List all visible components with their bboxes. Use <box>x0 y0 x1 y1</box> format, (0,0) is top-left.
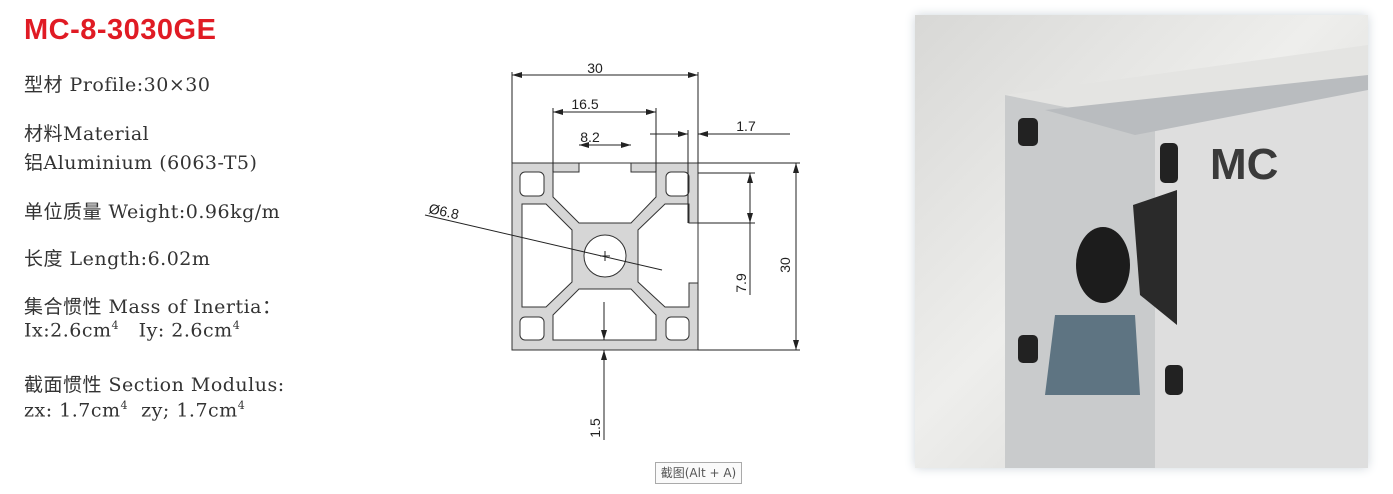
dim-slot-depth: 7.9 <box>733 273 749 293</box>
dim-width: 30 <box>587 60 603 76</box>
spec-inertia-label: 集合惯性 Mass of Inertia： <box>24 296 282 318</box>
spec-modulus-values: zx: 1.7cm4 zy; 1.7cm4 <box>24 399 245 421</box>
exponent: 4 <box>111 319 119 332</box>
spec-material-value: 铝Aluminium (6063-T5) <box>24 152 258 174</box>
spec-inertia-values: Ix:2.6cm4 Iy: 2.6cm4 <box>24 319 240 341</box>
modulus-zy: zy; 1.7cm <box>141 399 238 422</box>
product-title: MC-8-3030GE <box>24 14 217 46</box>
dim-wall: 1.7 <box>736 118 756 134</box>
dim-bottom-wall: 1.5 <box>587 418 603 438</box>
modulus-zx: zx: 1.7cm <box>24 399 121 422</box>
profile-photo-render <box>1005 45 1368 468</box>
spec-length: 长度 Length:6.02m <box>24 248 211 270</box>
spec-modulus-label: 截面惯性 Section Modulus: <box>24 374 285 396</box>
inertia-ix: Ix:2.6cm <box>24 319 112 342</box>
spec-profile: 型材 Profile:30×30 <box>24 74 211 96</box>
spec-material-label: 材料Material <box>24 123 150 145</box>
screenshot-hint-button[interactable]: 截图(Alt + A) <box>655 462 742 484</box>
photo-brand-label: MC <box>1210 140 1279 189</box>
dim-height: 30 <box>777 257 793 273</box>
exponent: 4 <box>120 399 129 412</box>
spec-weight: 单位质量 Weight:0.96kg/m <box>24 201 281 223</box>
exponent: 4 <box>237 399 246 412</box>
dimension-lines <box>424 72 800 440</box>
dim-bore: Ø6.8 <box>427 200 460 222</box>
dim-slot-opening: 8.2 <box>580 129 600 145</box>
product-photo <box>915 15 1368 468</box>
exponent: 4 <box>232 319 241 332</box>
inertia-iy: Iy: 2.6cm <box>138 319 233 342</box>
dim-slot-outer: 16.5 <box>571 96 598 112</box>
